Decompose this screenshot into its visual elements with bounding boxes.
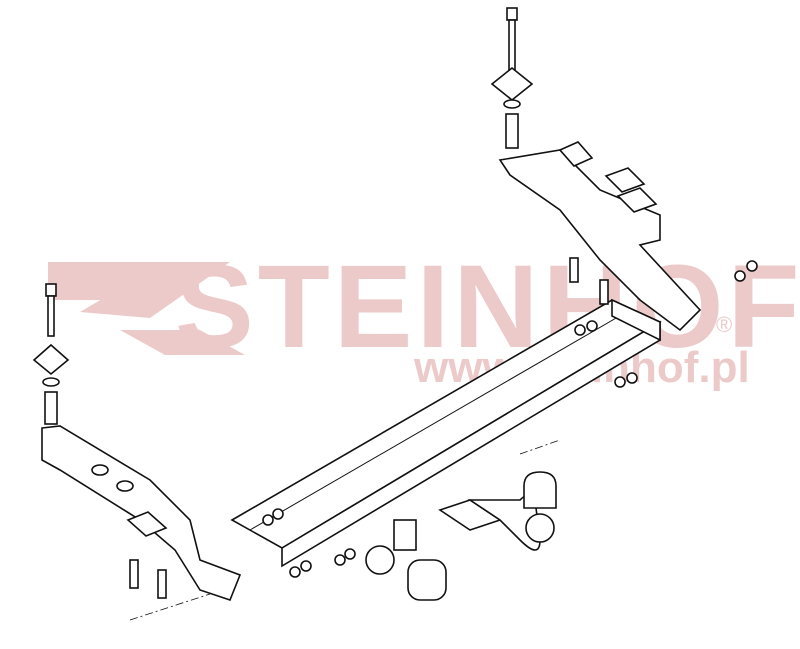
right-vertical-bolt — [490, 7, 534, 149]
right-bracket — [498, 141, 702, 332]
electrical-socket — [365, 519, 447, 601]
left-vertical-bolt — [32, 283, 70, 425]
ball-cap — [523, 471, 557, 509]
crossbar — [230, 298, 662, 568]
bolts-and-washers — [129, 257, 758, 621]
watermark-registered: ® — [716, 312, 733, 337]
watermark-logo-icon — [48, 262, 245, 355]
left-bracket — [41, 425, 242, 601]
